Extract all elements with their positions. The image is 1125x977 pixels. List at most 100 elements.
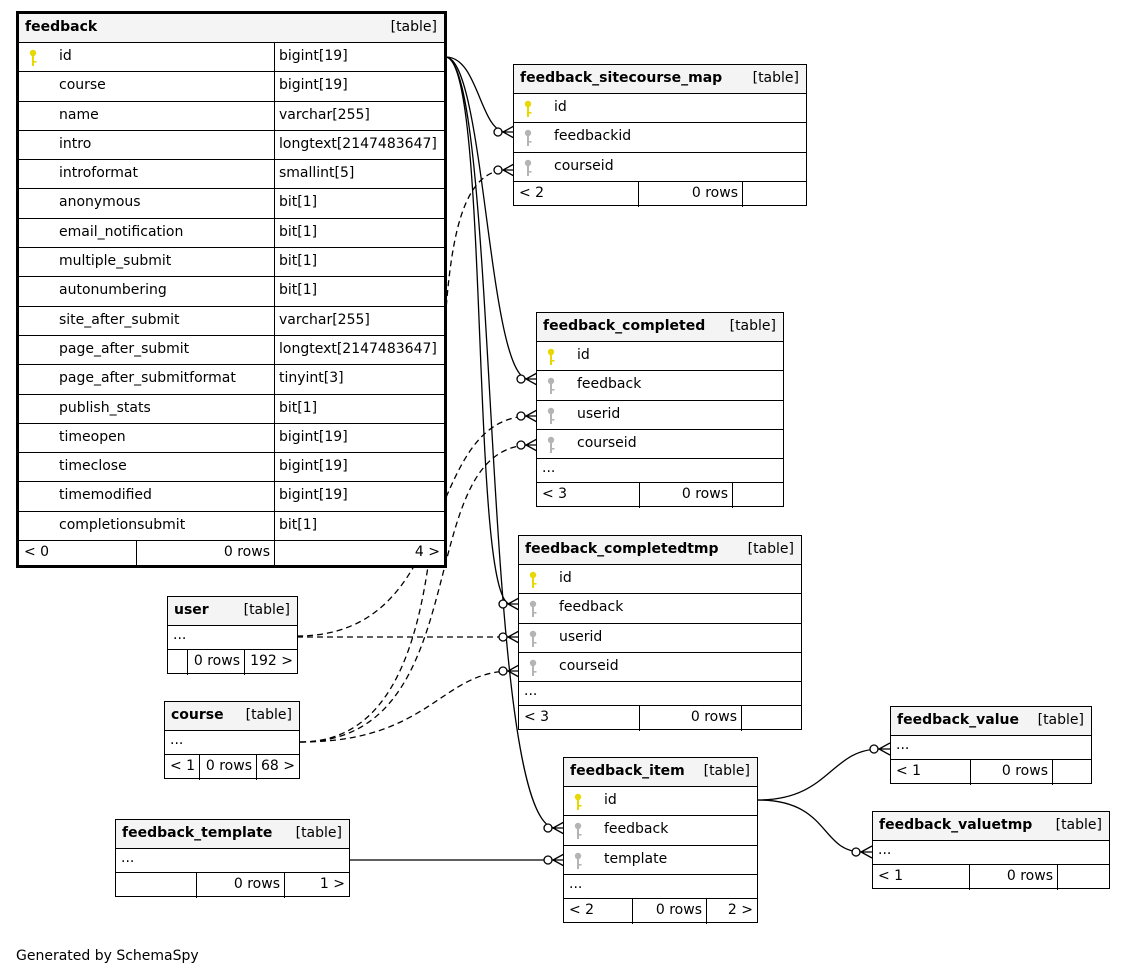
column-name: id [59, 48, 72, 64]
table-feedback-sitecourse-map[interactable]: feedback_sitecourse_map [table] id feedba… [513, 64, 807, 207]
table-name: course [171, 707, 224, 723]
column-name: page_after_submitformat [59, 370, 236, 387]
column-row: feedback [537, 371, 783, 401]
children-count [1057, 865, 1109, 890]
parents-count: < 2 [569, 901, 595, 918]
table-name: user [174, 602, 209, 618]
table-feedback-template[interactable]: feedback_template [table] ... 0 rows 1 > [115, 819, 350, 898]
column-row: course bigint[19] [19, 72, 444, 102]
more-columns: ... [519, 682, 801, 707]
column-type: bigint[19] [274, 43, 444, 72]
column-row: id [514, 94, 806, 124]
row-count: 0 rows [970, 760, 1052, 785]
children-count [1052, 760, 1091, 785]
table-feedback-valuetmp[interactable]: feedback_valuetmp [table] ... < 1 0 rows [872, 811, 1110, 890]
column-name: id [577, 347, 590, 363]
foreign-key-icon [524, 130, 532, 147]
column-row: courseid [519, 653, 801, 683]
table-name: feedback_completedtmp [525, 541, 719, 557]
column-row: id [537, 342, 783, 372]
table-header: feedback_sitecourse_map [table] [514, 65, 806, 94]
table-type: [table] [752, 70, 799, 86]
table-footer: < 1 0 rows 68 > [165, 755, 299, 780]
table-footer: < 1 0 rows [891, 760, 1091, 785]
table-type: [table] [703, 763, 750, 779]
column-name: multiple_submit [59, 253, 172, 270]
column-row: id bigint[19] [19, 43, 444, 73]
edge-user-completed [296, 415, 529, 637]
table-feedback-completed[interactable]: feedback_completed [table] id feedback use… [536, 312, 784, 509]
edge-course-completed [299, 444, 529, 743]
children-count [741, 706, 801, 732]
column-name: feedback [559, 599, 624, 616]
more-columns: ... [564, 875, 757, 899]
table-footer: < 2 0 rows [514, 181, 806, 207]
edge-course-completedtmp [299, 670, 511, 743]
column-type: bit[1] [274, 189, 444, 218]
children-count: 4 > [274, 541, 444, 567]
edge-feedback-item [445, 56, 556, 829]
row-count: 0 rows [196, 873, 284, 898]
column-name: feedbackid [554, 128, 632, 145]
table-course[interactable]: course [table] ... < 1 0 rows 68 > [164, 701, 300, 780]
column-type: tinyint[3] [274, 365, 444, 394]
foreign-key-icon [547, 378, 555, 395]
parents-count: < 3 [524, 709, 550, 726]
table-header: feedback_template [table] [116, 820, 349, 849]
children-count: 192 > [244, 650, 297, 675]
table-name: feedback_sitecourse_map [520, 70, 723, 86]
table-header: feedback_value [table] [891, 707, 1091, 736]
more-columns: ... [891, 736, 1091, 760]
table-user[interactable]: user [table] ... 0 rows 192 > [167, 596, 298, 675]
edge-course-sitecourse-map [299, 169, 506, 743]
column-name: timemodified [59, 487, 152, 504]
table-footer: < 2 0 rows 2 > [564, 898, 757, 924]
table-type: [table] [243, 602, 290, 618]
table-feedback-value[interactable]: feedback_value [table] ... < 1 0 rows [890, 706, 1092, 785]
column-row: template [564, 846, 757, 875]
column-row: feedback [564, 816, 757, 846]
edge-feedback-completedtmp [445, 56, 511, 605]
table-footer: < 1 0 rows [873, 865, 1109, 890]
column-name: timeclose [59, 458, 127, 475]
edge-item-value [757, 748, 881, 801]
column-row: id [519, 565, 801, 595]
column-type: bigint[19] [274, 72, 444, 101]
column-name: completionsubmit [59, 516, 186, 533]
more-columns: ... [168, 626, 297, 650]
column-type: longtext[2147483647] [274, 335, 444, 365]
column-name: timeopen [59, 428, 126, 445]
table-type: [table] [245, 707, 292, 723]
parents-count: < 1 [878, 868, 904, 884]
table-footer: 0 rows 192 > [168, 650, 297, 675]
foreign-key-icon [529, 630, 537, 647]
more-columns: ... [165, 731, 299, 755]
column-type: longtext[2147483647] [274, 130, 444, 160]
parents-count: < 2 [519, 184, 545, 201]
table-name: feedback_valuetmp [879, 817, 1033, 833]
table-name: feedback_completed [543, 318, 706, 334]
column-name: email_notification [59, 223, 184, 240]
parents-count: < 1 [896, 763, 922, 779]
column-name: template [604, 850, 668, 867]
table-type: [table] [295, 825, 342, 841]
table-header: feedback_completed [table] [537, 313, 783, 342]
more-columns: ... [116, 849, 349, 873]
column-name: id [554, 99, 567, 115]
more-columns: ... [873, 841, 1109, 865]
column-name: userid [577, 405, 621, 422]
column-row: feedback [519, 594, 801, 624]
column-name: course [59, 77, 106, 94]
